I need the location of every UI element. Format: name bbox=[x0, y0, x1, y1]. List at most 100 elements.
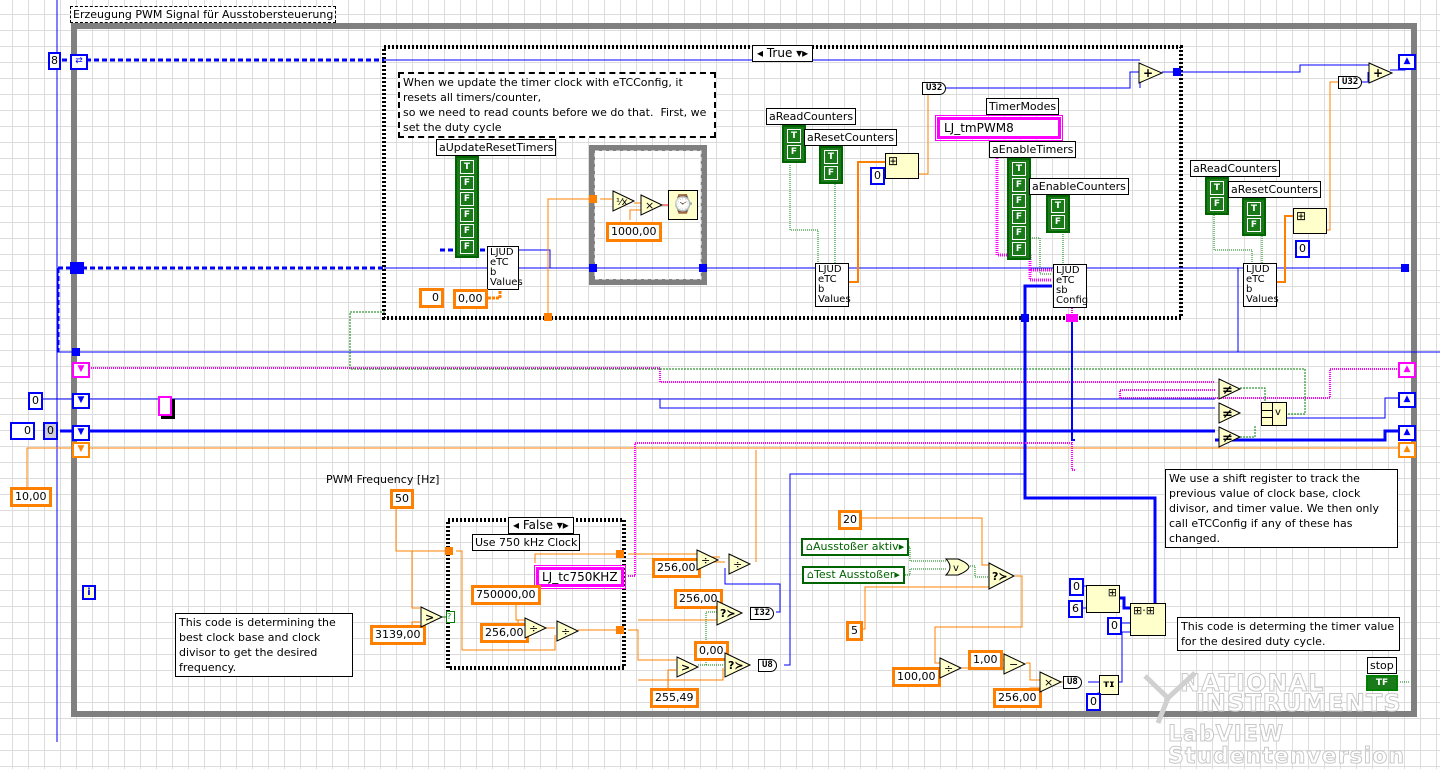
constant-20[interactable]: 20 bbox=[838, 510, 862, 530]
dbl-const[interactable]: 10,00 bbox=[10, 487, 52, 507]
max-constant[interactable]: 255,49 bbox=[650, 688, 699, 708]
value-constant[interactable]: 0,00 bbox=[453, 289, 488, 309]
bool-cell[interactable]: F bbox=[787, 145, 801, 159]
constant-1[interactable]: 1,00 bbox=[968, 650, 1003, 670]
multiply-icon-2[interactable]: × bbox=[1039, 671, 1063, 693]
feedback-node-left[interactable] bbox=[70, 262, 84, 274]
index-array-icon-1[interactable]: ⊞ bbox=[885, 153, 919, 179]
shift-register-right-2[interactable]: ▲ bbox=[1398, 392, 1416, 408]
add-icon-2[interactable]: + bbox=[1368, 62, 1394, 84]
bool-array-read-counters-2[interactable]: T F bbox=[1205, 177, 1229, 215]
bool-array-enable-counters[interactable]: T F bbox=[1046, 195, 1070, 233]
pwm-frequency-constant[interactable]: 50 bbox=[390, 489, 414, 509]
or-gate-icon[interactable]: v bbox=[944, 558, 970, 576]
u8-conversion-1[interactable]: U8 bbox=[758, 659, 777, 672]
bool-array-enable-timers[interactable]: T F F F F F bbox=[1007, 158, 1031, 260]
array-const-0a[interactable]: 0 bbox=[1069, 578, 1084, 596]
stop-button[interactable]: TF bbox=[1366, 675, 1398, 691]
divide-icon-4[interactable]: ÷ bbox=[728, 553, 752, 575]
shift-register-right-3[interactable]: ▲ bbox=[1398, 425, 1416, 441]
not-equal-icon-2[interactable]: ≠ bbox=[1218, 402, 1242, 424]
i32-conversion[interactable]: I32 bbox=[750, 607, 775, 620]
shift-register-left-top[interactable]: ⇄ bbox=[70, 54, 88, 70]
reciprocal-icon[interactable]: ⅟x bbox=[612, 190, 636, 212]
array-const-0c[interactable]: 0 bbox=[1086, 693, 1101, 711]
shift-register-left-3[interactable]: ▼ bbox=[72, 425, 90, 441]
divide-icon-5[interactable]: ÷ bbox=[939, 657, 963, 679]
not-equal-icon-1[interactable]: ≠ bbox=[1218, 378, 1242, 400]
join-numbers-icon[interactable]: ᴛɪ bbox=[1099, 675, 1119, 695]
ljud-etc-config[interactable]: LJUD eTC sb Config bbox=[1053, 264, 1088, 308]
shift-register-right-top[interactable]: ▲ bbox=[1398, 54, 1416, 70]
clock-base-enum[interactable]: LJ_tc750KHZ bbox=[534, 565, 626, 589]
index-array-icon-2[interactable]: ⊞ bbox=[1293, 208, 1327, 234]
array-const-0b[interactable]: 0 bbox=[1107, 617, 1122, 635]
wait-ms-icon[interactable]: ⌚ bbox=[668, 190, 698, 220]
select-icon-1[interactable]: ?≻ bbox=[716, 600, 744, 626]
divisor-constant-2[interactable]: 256,00 bbox=[652, 558, 701, 578]
bool-cell[interactable]: F bbox=[1012, 226, 1026, 240]
bool-array-reset-counters-1[interactable]: T F bbox=[819, 146, 843, 184]
bool-cell[interactable]: T bbox=[1247, 202, 1261, 216]
threshold-constant[interactable]: 3139,00 bbox=[370, 625, 426, 645]
bool-cell[interactable]: T bbox=[787, 129, 801, 143]
add-icon-1[interactable]: + bbox=[1138, 62, 1164, 84]
divisor-constant-3[interactable]: 256,00 bbox=[674, 589, 723, 609]
divisor-constant[interactable]: 256,00 bbox=[480, 623, 529, 643]
shift-register-left-1[interactable]: ▼ bbox=[72, 362, 90, 378]
bool-cell[interactable]: F bbox=[1247, 218, 1261, 232]
shift-register-left-4[interactable]: ▼ bbox=[72, 442, 90, 458]
divide-icon-1[interactable]: ÷ bbox=[524, 617, 548, 639]
ctrl-test-ausstosser[interactable]: ⌂Test Ausstoßer▸ bbox=[802, 566, 905, 584]
bool-cell[interactable]: F bbox=[460, 208, 474, 222]
ref-constant[interactable]: 8 bbox=[48, 52, 61, 70]
shift-register-right-1[interactable]: ▲ bbox=[1398, 362, 1416, 378]
constant-256[interactable]: 256,00 bbox=[993, 688, 1042, 708]
ms-constant[interactable]: 1000,00 bbox=[606, 222, 662, 242]
bool-cell[interactable]: F bbox=[1012, 210, 1026, 224]
bool-cell[interactable]: T bbox=[1012, 162, 1026, 176]
bool-array-read-counters-1[interactable]: T F bbox=[782, 125, 806, 163]
constant-5[interactable]: 5 bbox=[846, 621, 863, 641]
bool-cell[interactable]: T bbox=[460, 160, 474, 174]
replace-array-subset-icon[interactable]: ⊞·⊞ bbox=[1130, 603, 1166, 636]
u32-conversion-1[interactable]: U32 bbox=[922, 82, 947, 95]
bool-cell[interactable]: T bbox=[1210, 181, 1224, 195]
bool-array-update-reset-timers[interactable]: T F F F F F bbox=[455, 156, 479, 258]
bool-cell[interactable]: F bbox=[1012, 178, 1026, 192]
numeric-control[interactable]: 0 bbox=[10, 422, 35, 440]
index-zero-1[interactable]: 0 bbox=[870, 167, 885, 185]
bool-cell[interactable]: F bbox=[1012, 194, 1026, 208]
divide-icon-3[interactable]: ÷ bbox=[696, 549, 720, 571]
greater-than-icon-2[interactable]: > bbox=[676, 656, 700, 678]
bool-cell[interactable]: F bbox=[1210, 197, 1224, 211]
not-equal-icon-3[interactable]: ≠ bbox=[1218, 426, 1242, 448]
case-selector-bottom[interactable]: ◂ False ▾▸ bbox=[508, 517, 574, 534]
bool-cell[interactable]: T bbox=[1051, 199, 1065, 213]
compound-or-icon[interactable]: v bbox=[1261, 402, 1287, 426]
greater-than-icon-1[interactable]: > bbox=[420, 606, 444, 628]
init-array-icon[interactable]: ⊞ bbox=[1086, 585, 1120, 613]
ctrl-ausstosser-aktiv[interactable]: ⌂Ausstoßer aktiv▸ bbox=[801, 538, 910, 556]
timer-modes-constant[interactable]: LJ_tmPWM8 bbox=[935, 115, 1063, 141]
constant-100[interactable]: 100,00 bbox=[892, 667, 941, 687]
bool-cell[interactable]: F bbox=[1012, 242, 1026, 256]
select-icon-3[interactable]: ?≻ bbox=[988, 562, 1016, 590]
select-icon-2[interactable]: ?≻ bbox=[724, 652, 752, 678]
bool-array-reset-counters-2[interactable]: T F bbox=[1242, 198, 1266, 236]
clock-constant[interactable]: 750000,00 bbox=[471, 585, 541, 605]
enum-probe[interactable] bbox=[158, 396, 172, 416]
multiply-icon[interactable]: × bbox=[640, 194, 664, 216]
ljud-etc-values-2[interactable]: LJUD eTC b Values bbox=[815, 263, 851, 307]
index-zero-2[interactable]: 0 bbox=[1295, 240, 1310, 258]
zero-constant[interactable]: 0,00 bbox=[694, 641, 729, 661]
iter-const[interactable]: 0 bbox=[28, 392, 43, 410]
bool-cell[interactable]: F bbox=[460, 224, 474, 238]
bool-cell[interactable]: F bbox=[824, 166, 838, 180]
subtract-icon[interactable]: − bbox=[1003, 653, 1027, 675]
bool-cell[interactable]: F bbox=[460, 192, 474, 206]
bool-cell[interactable]: F bbox=[460, 176, 474, 190]
divide-icon-2[interactable]: ÷ bbox=[556, 620, 580, 642]
bool-cell[interactable]: F bbox=[460, 240, 474, 254]
array-const-6[interactable]: 6 bbox=[1068, 600, 1083, 618]
